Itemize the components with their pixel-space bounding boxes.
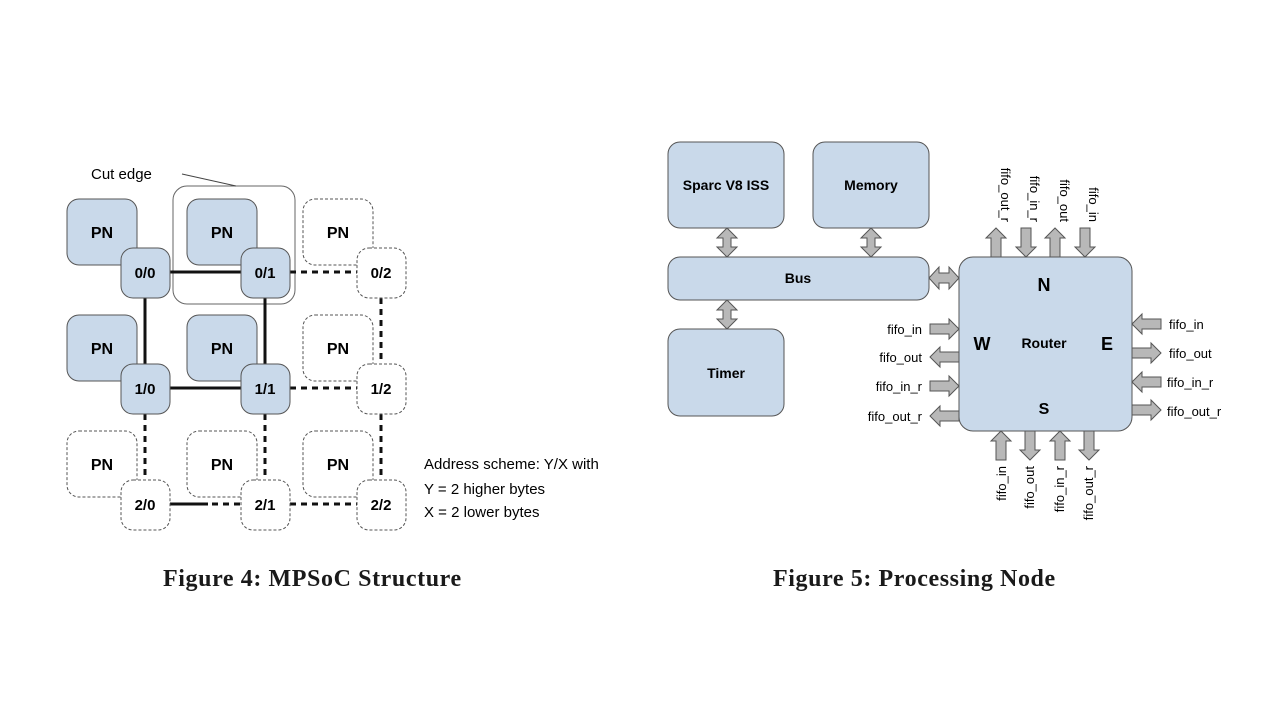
arrow-right-icon xyxy=(929,317,960,341)
east-port-arrows xyxy=(1131,312,1162,422)
pn-label: PN xyxy=(211,225,233,242)
port-label: fifo_out xyxy=(1057,179,1072,222)
address-label: 2/0 xyxy=(135,497,156,514)
port-label: fifo_in_r xyxy=(1027,176,1042,223)
address-label: 1/2 xyxy=(371,381,392,398)
node-2-2: PN 2/2 xyxy=(302,430,407,531)
arrow-up-icon xyxy=(984,227,1008,258)
node-0-1: PN 0/1 xyxy=(186,198,291,299)
node-0-0: PN 0/0 xyxy=(66,198,171,299)
address-note-line: X = 2 lower bytes xyxy=(424,504,539,521)
router-block xyxy=(958,256,1133,432)
port-label: fifo_in_r xyxy=(1052,465,1067,512)
port-label: fifo_in xyxy=(1169,317,1204,332)
arrow-down-icon xyxy=(1077,430,1101,461)
bus-label: Bus xyxy=(785,270,812,286)
west-port-arrows xyxy=(929,317,960,428)
cpu-block xyxy=(667,141,785,229)
address-note-line: Address scheme: Y/X with xyxy=(424,456,599,473)
figure-4-caption: Figure 4: MPSoC Structure xyxy=(163,566,462,592)
arrow-right-icon xyxy=(929,374,960,398)
arrow-down-icon xyxy=(1073,227,1097,258)
address-scheme-note: Address scheme: Y/X with Y = 2 higher by… xyxy=(424,456,599,521)
arrow-up-icon xyxy=(989,430,1013,461)
node-1-0: PN 1/0 xyxy=(66,314,171,415)
bus-block xyxy=(667,256,930,301)
port-label: fifo_out xyxy=(1022,466,1037,509)
north-label: N xyxy=(1038,275,1051,295)
port-label: fifo_out xyxy=(879,350,922,365)
port-label: fifo_out_r xyxy=(998,168,1013,223)
arrow-up-icon xyxy=(1048,430,1072,461)
dashed-links xyxy=(143,270,383,506)
node-1-2: PN 1/2 xyxy=(302,314,407,415)
bus-router-arrow-icon xyxy=(928,265,960,291)
south-port-labels: fifo_in fifo_out fifo_in_r fifo_out_r xyxy=(994,465,1096,520)
north-port-arrows xyxy=(984,227,1097,258)
arrow-left-icon xyxy=(1131,370,1162,394)
port-label: fifo_in xyxy=(887,322,922,337)
arrow-right-icon xyxy=(1131,398,1162,422)
pn-label: PN xyxy=(327,457,349,474)
arrow-right-icon xyxy=(1131,341,1162,365)
processing-node-diagram: Sparc V8 ISS Memory Bus Timer Router N W… xyxy=(667,141,1222,520)
port-label: fifo_out_r xyxy=(1081,465,1096,520)
address-label: 0/2 xyxy=(371,265,392,282)
east-port-labels: fifo_in fifo_out fifo_in_r fifo_out_r xyxy=(1167,317,1222,419)
north-port-labels: fifo_out_r fifo_in_r fifo_out fifo_in xyxy=(998,168,1101,223)
solid-links xyxy=(143,270,267,506)
port-label: fifo_in xyxy=(1086,187,1101,222)
node-1-1: PN 1/1 xyxy=(186,314,291,415)
port-label: fifo_in xyxy=(994,466,1009,501)
west-port-labels: fifo_in fifo_out fifo_in_r fifo_out_r xyxy=(868,322,923,424)
cpu-bus-arrow-icon xyxy=(715,227,739,258)
pn-label: PN xyxy=(91,341,113,358)
timer-bus-arrow-icon xyxy=(715,299,739,330)
address-label: 1/0 xyxy=(135,381,156,398)
pn-label: PN xyxy=(327,341,349,358)
arrow-up-icon xyxy=(1043,227,1067,258)
address-label: 2/1 xyxy=(255,497,276,514)
cut-edge-pointer xyxy=(181,173,237,187)
cpu-label: Sparc V8 ISS xyxy=(683,177,769,193)
address-note-line: Y = 2 higher bytes xyxy=(424,481,545,498)
router-label: Router xyxy=(1021,335,1067,351)
timer-block xyxy=(667,328,785,417)
pn-label: PN xyxy=(211,457,233,474)
east-label: E xyxy=(1101,334,1113,354)
port-label: fifo_in_r xyxy=(876,379,923,394)
cut-edge-label: Cut edge xyxy=(91,166,152,183)
port-label: fifo_out_r xyxy=(1167,404,1222,419)
port-label: fifo_out xyxy=(1169,346,1212,361)
address-label: 2/2 xyxy=(371,497,392,514)
port-label: fifo_in_r xyxy=(1167,375,1214,390)
arrow-left-icon xyxy=(929,345,960,369)
port-label: fifo_out_r xyxy=(868,409,923,424)
south-label: S xyxy=(1039,401,1050,418)
node-0-2: PN 0/2 xyxy=(302,198,407,299)
address-label: 0/0 xyxy=(135,265,156,282)
arrow-down-icon xyxy=(1018,430,1042,461)
memory-label: Memory xyxy=(844,177,898,193)
node-2-0: PN 2/0 xyxy=(66,430,171,531)
address-label: 0/1 xyxy=(255,265,276,282)
timer-label: Timer xyxy=(707,365,745,381)
pn-label: PN xyxy=(91,457,113,474)
south-port-arrows xyxy=(989,430,1101,461)
memory-block xyxy=(812,141,930,229)
node-2-1: PN 2/1 xyxy=(186,430,291,531)
arrow-left-icon xyxy=(929,404,960,428)
address-label: 1/1 xyxy=(255,381,276,398)
west-label: W xyxy=(974,334,991,354)
figure-5-caption: Figure 5: Processing Node xyxy=(773,566,1056,592)
pn-label: PN xyxy=(327,225,349,242)
pn-label: PN xyxy=(211,341,233,358)
pn-label: PN xyxy=(91,225,113,242)
arrow-left-icon xyxy=(1131,312,1162,336)
arrow-down-icon xyxy=(1014,227,1038,258)
memory-bus-arrow-icon xyxy=(859,227,883,258)
